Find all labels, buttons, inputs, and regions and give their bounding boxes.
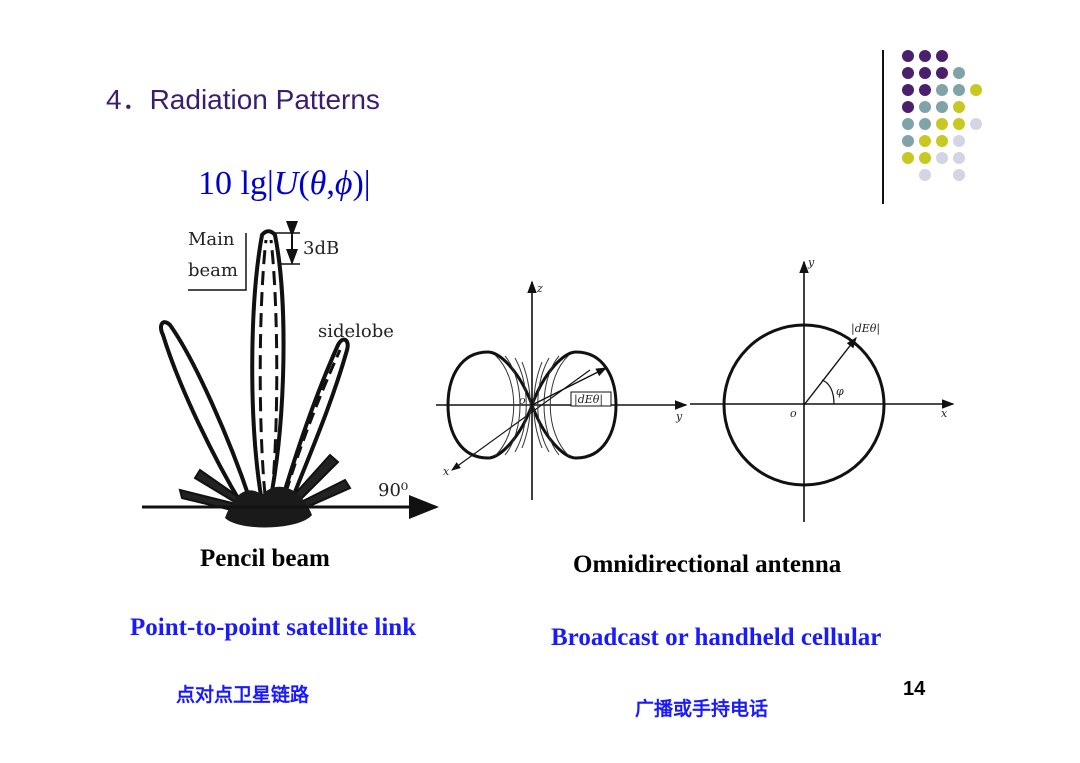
main-label-line2: beam bbox=[188, 260, 238, 281]
decor-dot bbox=[902, 50, 914, 62]
decor-dot bbox=[953, 135, 965, 147]
decorative-dot-grid bbox=[902, 50, 982, 181]
decor-dot bbox=[953, 118, 965, 130]
right-field-vector bbox=[803, 336, 857, 406]
decor-dot bbox=[919, 135, 931, 147]
formula-bar-left: | bbox=[266, 165, 274, 202]
main-beam-dashed bbox=[258, 239, 279, 496]
x-axis bbox=[451, 369, 591, 471]
decor-dot bbox=[902, 135, 914, 147]
decor-dot bbox=[902, 67, 914, 79]
slide-title: 4．Radiation Patterns bbox=[106, 84, 380, 115]
formula-paren-close: ) bbox=[352, 165, 364, 202]
decor-dot bbox=[936, 101, 948, 113]
decor-dot bbox=[902, 118, 914, 130]
sidelobe-label: sidelobe bbox=[318, 321, 394, 342]
formula-phi: ϕ bbox=[334, 165, 353, 202]
decor-dot bbox=[902, 101, 914, 113]
formula-function: U bbox=[273, 165, 299, 202]
formula-comma: , bbox=[326, 165, 335, 202]
omni-2d-pattern: φ |dEθ| y x o bbox=[690, 256, 955, 522]
right-y-axis-label: y bbox=[807, 256, 815, 269]
origin-label: o bbox=[519, 394, 526, 407]
formula-theta: θ bbox=[309, 165, 327, 202]
pencil-beam-application: Point-to-point satellite link bbox=[130, 614, 417, 641]
formula-prefix: 10 lg bbox=[198, 165, 267, 202]
y-axis-label: y bbox=[675, 410, 683, 423]
decor-dot bbox=[919, 101, 931, 113]
z-axis-label: z bbox=[536, 282, 543, 295]
pencil-beam-application-chinese: 点对点卫星链路 bbox=[176, 684, 310, 706]
page-number: 14 bbox=[903, 678, 926, 700]
decor-dot bbox=[936, 84, 948, 96]
pencil-beam-pattern: Main beam 3dB sidelobe 90⁰ bbox=[142, 221, 439, 528]
decor-dot bbox=[919, 152, 931, 164]
decor-dot bbox=[919, 84, 931, 96]
pencil-beam-caption: Pencil beam bbox=[200, 545, 330, 572]
right-sidelobe-large bbox=[279, 337, 350, 508]
field-vector bbox=[531, 367, 608, 406]
donut-mesh bbox=[494, 354, 570, 457]
right-origin-label: o bbox=[790, 407, 797, 420]
right-x-axis-label: x bbox=[941, 407, 948, 420]
radiation-intensity-formula: 10 lg|U(θ,ϕ)| bbox=[198, 165, 371, 203]
main-beam-bracket bbox=[188, 233, 247, 291]
decor-dot bbox=[953, 67, 965, 79]
decor-dot bbox=[953, 84, 965, 96]
decor-dot bbox=[919, 67, 931, 79]
decor-dot bbox=[970, 118, 982, 130]
decor-dot bbox=[936, 67, 948, 79]
decor-dot bbox=[953, 152, 965, 164]
omni-circle bbox=[722, 323, 886, 487]
decor-dot bbox=[953, 169, 965, 181]
three-db-label: 3dB bbox=[303, 238, 339, 259]
omni-antenna-caption: Omnidirectional antenna bbox=[573, 551, 842, 578]
decor-dot bbox=[919, 118, 931, 130]
minor-lobes bbox=[178, 453, 352, 514]
omni-antenna-application: Broadcast or handheld cellular bbox=[551, 624, 882, 651]
right-sidelobe-dashed bbox=[284, 349, 342, 493]
decor-dot bbox=[936, 135, 948, 147]
decor-dot bbox=[936, 152, 948, 164]
phi-label: φ bbox=[836, 385, 844, 398]
title-divider-line bbox=[882, 50, 884, 204]
decor-dot bbox=[953, 101, 965, 113]
decor-dot bbox=[936, 50, 948, 62]
omni-antenna-application-chinese: 广播或手持电话 bbox=[635, 698, 769, 720]
decor-dot bbox=[919, 169, 931, 181]
formula-paren-open: ( bbox=[298, 165, 310, 202]
decor-dot bbox=[919, 50, 931, 62]
decor-dot bbox=[936, 118, 948, 130]
decor-dot bbox=[902, 84, 914, 96]
field-label-box bbox=[570, 391, 612, 407]
field-label: |dEθ| bbox=[574, 393, 603, 407]
formula-bar-right: | bbox=[363, 165, 371, 202]
phi-arc bbox=[821, 379, 835, 405]
decor-dot bbox=[902, 152, 914, 164]
main-label-line1: Main bbox=[188, 229, 235, 250]
omni-3d-pattern: |dEθ| z y x o bbox=[436, 280, 688, 500]
right-field-label: |dEθ| bbox=[851, 322, 880, 336]
angle-label: 90⁰ bbox=[378, 480, 408, 501]
left-sidelobe-large bbox=[159, 320, 253, 508]
decor-dot bbox=[970, 84, 982, 96]
main-beam-lobe bbox=[250, 229, 286, 504]
x-axis-label: x bbox=[443, 465, 450, 478]
